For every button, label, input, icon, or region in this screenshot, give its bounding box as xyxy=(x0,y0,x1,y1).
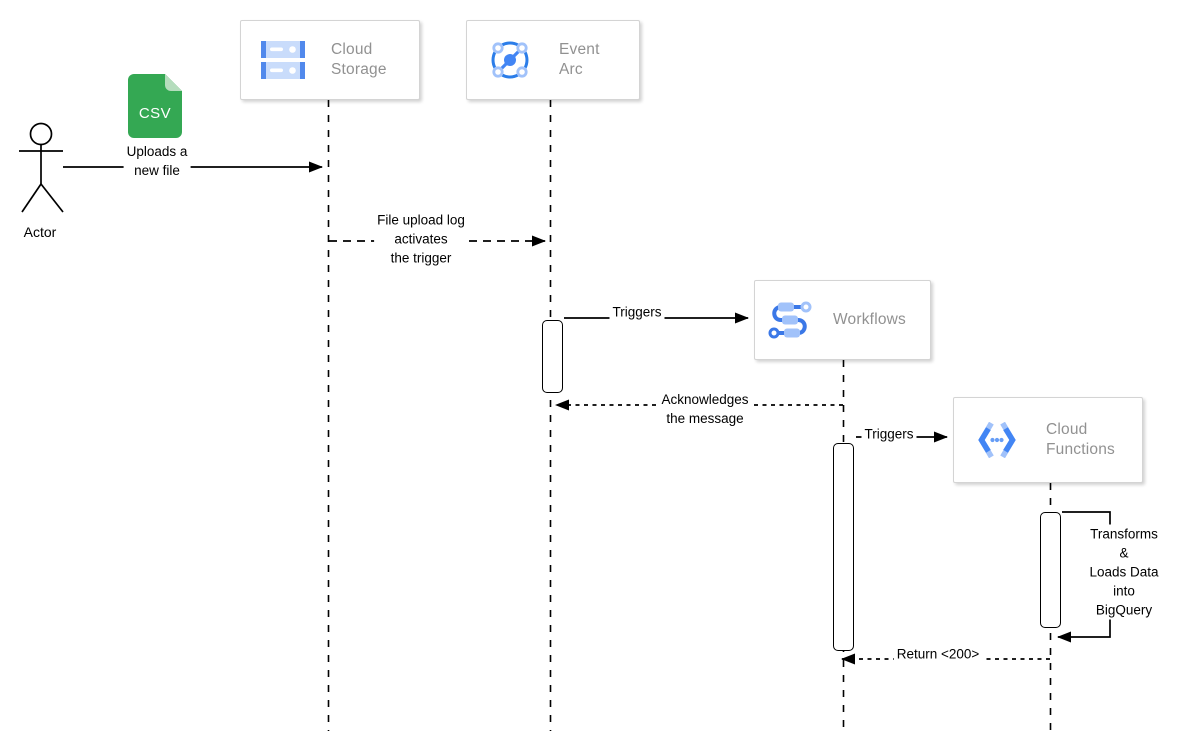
node-workflows: Workflows xyxy=(754,280,931,360)
node-cloud-storage: Cloud Storage xyxy=(240,20,420,100)
activation-workflows xyxy=(833,443,854,651)
node-cloud-storage-label: Cloud Storage xyxy=(331,41,387,78)
node-event-arc: Event Arc xyxy=(466,20,640,100)
csv-file-icon: CSV xyxy=(128,74,182,138)
csv-file-label: CSV xyxy=(138,105,172,122)
cloud-functions-icon xyxy=(978,422,1016,458)
node-cloud-functions-label: Cloud Functions xyxy=(1046,421,1115,458)
message-acknowledges: Acknowledges the message xyxy=(658,390,752,428)
message-triggers-functions: Triggers xyxy=(861,424,917,444)
activation-event-arc xyxy=(542,320,563,393)
event-arc-icon xyxy=(491,41,529,79)
node-workflows-label: Workflows xyxy=(833,311,906,328)
workflows-icon xyxy=(768,301,812,339)
actor-label: Actor xyxy=(23,224,57,240)
actor-figure xyxy=(19,122,64,213)
node-cloud-functions: Cloud Functions xyxy=(953,397,1143,483)
message-return-200: Return <200> xyxy=(893,644,983,664)
activation-cloud-functions xyxy=(1040,512,1061,628)
node-event-arc-label: Event Arc xyxy=(559,41,600,78)
message-uploads-new-file: Uploads a new file xyxy=(123,142,191,180)
message-transforms-loads: Transforms & Loads Data into BigQuery xyxy=(1086,524,1162,620)
csv-file-shape xyxy=(128,74,182,138)
message-file-upload-log: File upload log activates the trigger xyxy=(374,210,468,268)
message-triggers-workflows: Triggers xyxy=(609,302,665,322)
cloud-storage-icon xyxy=(261,41,305,79)
